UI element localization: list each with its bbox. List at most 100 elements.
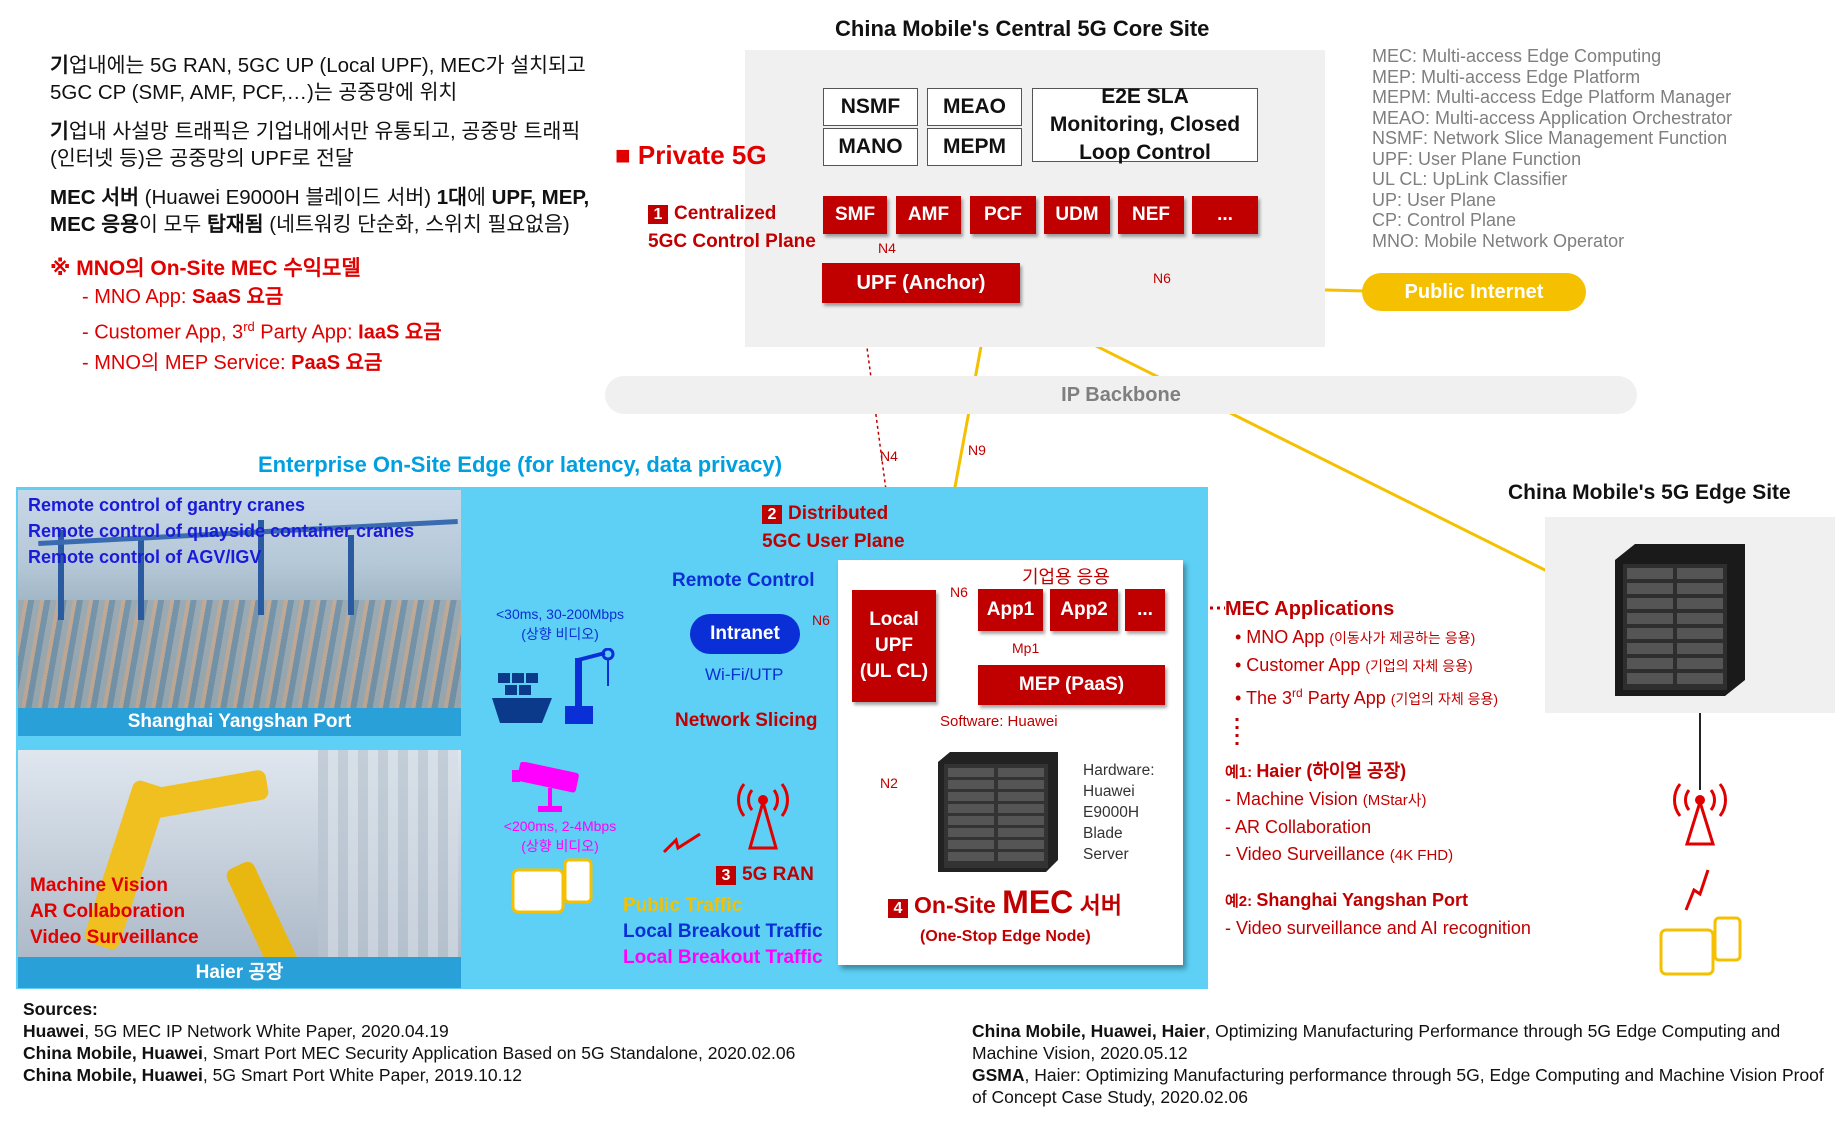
hardware-label: Hardware: Huawei E9000H Blade Server <box>1083 760 1155 865</box>
ex1-prefix: 예1: <box>1225 764 1257 781</box>
source-author: China Mobile, Huawei <box>23 1065 203 1085</box>
public-internet-pill: Public Internet <box>1362 273 1586 311</box>
port-item: Remote control of quayside container cra… <box>28 521 415 541</box>
traffic-local-blue: Local Breakout Traffic <box>623 921 823 942</box>
source-author: China Mobile, Huawei <box>23 1043 203 1063</box>
glossary-item: MEAO: Multi-access Application Orchestra… <box>1372 107 1733 128</box>
upf-anchor-box: UPF (Anchor) <box>822 263 1020 303</box>
glossary-item: MEC: Multi-access Edge Computing <box>1372 46 1662 66</box>
mp1-label: Mp1 <box>1012 640 1040 656</box>
private-5g-label: ■ Private 5G <box>615 140 767 170</box>
hardware-line: Hardware: <box>1083 762 1155 779</box>
hardware-line: E9000H <box>1083 804 1140 821</box>
ex1-item1-b: (MStar사) <box>1362 792 1427 809</box>
ex1-item1-a: - Machine Vision <box>1225 789 1363 809</box>
revenue-item-saas-a: - MNO App: <box>82 286 193 308</box>
hardware-line: Server <box>1083 846 1129 863</box>
mec-app-customer-a: • Customer App <box>1235 655 1366 675</box>
traffic-public: Public Traffic <box>623 895 743 916</box>
mec-app-customer: • Customer App (기업의 자체 응용) <box>1235 652 1498 680</box>
mec-app-customer-b: (기업의 자체 응용) <box>1365 658 1473 674</box>
video2-line2: (상향 비디오) <box>521 838 599 854</box>
revenue-item-saas-b: SaaS 요금 <box>192 286 284 308</box>
edge-tower-icon <box>1673 783 1727 846</box>
udm-box: UDM <box>1044 196 1110 234</box>
n6-top-label: N6 <box>1153 270 1171 286</box>
local-upf-box: Local UPF (UL CL) <box>852 590 936 702</box>
ex1-title: Haier (하이얼 공장) <box>1256 761 1407 781</box>
tablet-icon <box>511 858 593 914</box>
nsmf-box: NSMF <box>823 88 918 126</box>
intro-p3-e: UPF, MEP, MEC 응용 <box>50 186 590 236</box>
glossary-item: MEPM: Multi-access Edge Platform Manager <box>1372 87 1732 107</box>
revenue-item-iaas-a: - Customer App, 3 <box>82 321 244 344</box>
port-caption: Shanghai Yangshan Port <box>18 708 461 736</box>
video2-label: <200ms, 2-4Mbps (상향 비디오) <box>480 816 640 856</box>
ran-number: 3 <box>716 866 736 885</box>
revenue-item-saas: - MNO App: SaaS 요금 <box>82 282 595 312</box>
cp-label-1: Centralized <box>674 203 777 224</box>
ip-backbone: IP Backbone <box>605 376 1637 414</box>
du-label-1: Distributed <box>788 503 889 524</box>
source-item: GSMA, Haier: Optimizing Manufacturing pe… <box>972 1064 1838 1108</box>
sources-left: Sources: Huawei, 5G MEC IP Network White… <box>23 998 795 1086</box>
revenue-item-iaas-sup: rd <box>243 319 255 334</box>
video1-line2: (상향 비디오) <box>521 626 599 642</box>
local-upf-line1: Local <box>869 609 919 630</box>
glossary-item: UP: User Plane <box>1372 189 1497 210</box>
intro-p3-b: (Huawei E9000H 블레이드 서버) <box>138 186 437 209</box>
smf-box: SMF <box>823 196 887 234</box>
mec-app-third-party: • The 3rd Party App (기업의 자체 응용) <box>1235 680 1498 713</box>
haier-item: Machine Vision <box>30 875 168 896</box>
glossary-item: MNO: Mobile Network Operator <box>1372 230 1625 251</box>
traffic-legend: Public Traffic Local Breakout Traffic Lo… <box>623 893 823 971</box>
hardware-line: Blade <box>1083 825 1123 842</box>
core-site-title: China Mobile's Central 5G Core Site <box>835 16 1210 41</box>
source-item: China Mobile, Huawei, Haier, Optimizing … <box>972 1020 1838 1064</box>
edge-server-icon <box>1615 544 1745 696</box>
glossary-item: UPF: User Plane Function <box>1372 148 1582 169</box>
remote-control-label: Remote Control <box>672 570 815 591</box>
lightning-icon <box>662 832 701 854</box>
mec-title-a: On-Site <box>914 892 1003 918</box>
source-item: China Mobile, Huawei, Smart Port MEC Sec… <box>23 1042 795 1064</box>
haier-photo <box>18 750 461 988</box>
mec-app-third-a: • The 3 <box>1235 688 1293 708</box>
video1-line1: <30ms, 30-200Mbps <box>495 606 625 622</box>
n4-top-label: N4 <box>878 240 896 256</box>
meao-box: MEAO <box>927 88 1022 126</box>
local-upf-line2: UPF <box>875 635 913 656</box>
mec-app-mno-b: (이동사가 제공하는 응용) <box>1329 630 1476 646</box>
glossary-item: NSMF: Network Slice Management Function <box>1372 128 1728 148</box>
haier-labels: Machine Vision AR Collaboration Video Su… <box>30 873 199 951</box>
n2-label: N2 <box>880 775 898 791</box>
app2-box: App2 <box>1050 589 1118 631</box>
source-item: Huawei, 5G MEC IP Network White Paper, 2… <box>23 1020 795 1042</box>
haier-item: AR Collaboration <box>30 901 186 922</box>
more-nf-box: ... <box>1192 196 1258 234</box>
intro-p3-g: 탑재됨 <box>206 213 264 236</box>
edge-lightning-icon <box>1684 869 1710 911</box>
revenue-item-iaas-c: Party App: <box>254 321 359 344</box>
app1-box: App1 <box>978 589 1043 631</box>
port-item: Remote control of AGV/IGV <box>28 547 262 567</box>
source-text: , Smart Port MEC Security Application Ba… <box>202 1043 796 1063</box>
mec-server-subtitle: (One-Stop Edge Node) <box>920 928 1091 945</box>
mec-applications: MEC Applications • MNO App (이동사가 제공하는 응용… <box>1225 594 1498 713</box>
ex2-prefix: 예2: <box>1225 893 1257 910</box>
source-text: , 5G MEC IP Network White Paper, 2020.04… <box>84 1021 449 1041</box>
source-text: , 5G Smart Port White Paper, 2019.10.12 <box>202 1065 522 1085</box>
intro-p3-h: (네트워킹 단순화, 스위치 필요없음) <box>263 213 570 236</box>
revenue-item-paas-b: PaaS 요금 <box>291 351 383 374</box>
nef-box: NEF <box>1118 196 1184 234</box>
amf-box: AMF <box>896 196 961 234</box>
mec-app-third-c: Party App <box>1302 688 1391 708</box>
mec-app-mno-a: • MNO App <box>1235 627 1330 647</box>
intro-p2: 업내 사설망 트래픽은 기업내에서만 유통되고, 공중망 트래픽(인터넷 등)은… <box>50 120 581 170</box>
video1-label: <30ms, 30-200Mbps (상향 비디오) <box>480 604 640 644</box>
software-label: Software: Huawei <box>940 713 1058 730</box>
ex1-item2: - AR Collaboration <box>1225 817 1372 837</box>
sources-right: China Mobile, Huawei, Haier, Optimizing … <box>972 1020 1838 1108</box>
